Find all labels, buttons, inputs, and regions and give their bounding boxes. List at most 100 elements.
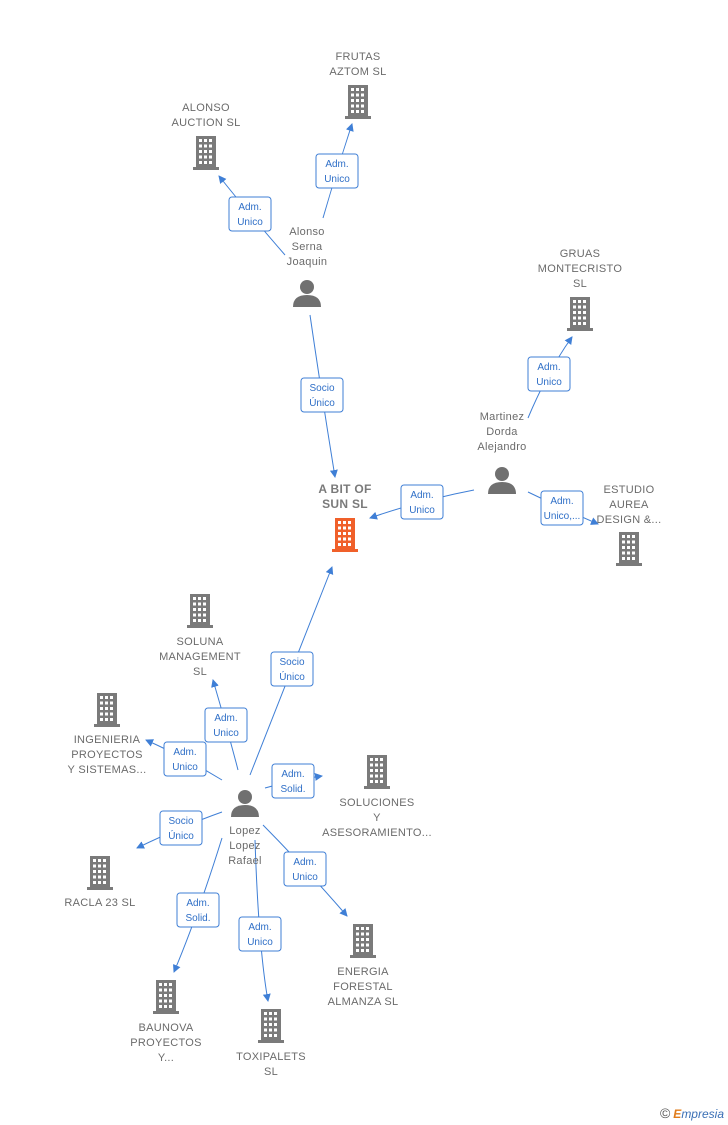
edge-label-text: Adm. (186, 898, 209, 909)
edge-label-text: Unico (409, 505, 435, 516)
edge-label-box[interactable] (270, 651, 314, 687)
edge-label-text: Adm. (238, 202, 261, 213)
node-gruas[interactable]: GRUAS MONTECRISTO SL (538, 248, 623, 331)
building-icon[interactable] (567, 297, 593, 331)
edge-label-box[interactable] (163, 741, 207, 777)
edge-label-text: Unico,... (544, 511, 581, 522)
edge-label-box[interactable] (159, 810, 203, 846)
building-icon[interactable] (258, 1009, 284, 1043)
edge-label-box[interactable] (400, 484, 444, 520)
node-label: SL (573, 278, 587, 290)
node-label: ESTUDIO (604, 484, 655, 496)
node-label: Alejandro (477, 441, 526, 453)
person-icon[interactable] (231, 790, 259, 817)
node-label: Lopez (229, 840, 260, 852)
main-company-building-icon[interactable] (332, 518, 358, 552)
edge-label-box[interactable] (204, 707, 248, 743)
edge-label-box[interactable] (228, 196, 272, 232)
edge-label-text: Adm. (550, 496, 573, 507)
edge-lopez-to-soluciones: Adm.Solid. (264, 763, 323, 799)
node-label: Lopez (229, 825, 260, 837)
node-label: Dorda (486, 426, 518, 438)
node-label: PROYECTOS (71, 749, 143, 761)
node-label: ASESORAMIENTO... (322, 827, 432, 839)
building-icon[interactable] (364, 755, 390, 789)
copyright-symbol: © (659, 1105, 671, 1121)
node-label: MONTECRISTO (538, 263, 623, 275)
edge-label-text: Adm. (410, 490, 433, 501)
node-label: SUN SL (322, 497, 368, 511)
edge-alonso_serna-to-frutas: Adm.Unico (315, 123, 359, 219)
node-label: SL (264, 1066, 278, 1078)
edge-label-text: Unico (247, 937, 273, 948)
node-label: Rafael (228, 855, 262, 867)
edge-lopez-to-soluna: Adm. Unico (204, 679, 248, 771)
edge-lopez-to-ingenieria: Adm.Unico (145, 739, 223, 781)
edge-label-box[interactable] (176, 892, 220, 928)
building-icon[interactable] (350, 924, 376, 958)
node-label: PROYECTOS (130, 1037, 202, 1049)
node-label: SOLUCIONES (339, 797, 414, 809)
edge-label-box[interactable] (271, 763, 315, 799)
edge-label-box[interactable] (238, 916, 282, 952)
building-icon[interactable] (94, 693, 120, 727)
person-icon[interactable] (488, 467, 516, 494)
building-icon[interactable] (187, 594, 213, 628)
person-icon[interactable] (293, 280, 321, 307)
node-racla[interactable]: RACLA 23 SL (64, 856, 135, 909)
edge-lopez-to-baunova: Adm. Solid. (173, 837, 223, 973)
edge-label-text: Socio (279, 657, 304, 668)
edge-label-box[interactable] (527, 356, 571, 392)
node-soluciones[interactable]: SOLUCIONES Y ASESORAMIENTO... (322, 755, 432, 839)
edge-label-text: Unico (324, 174, 350, 185)
node-label: SOLUNA (176, 636, 223, 648)
edge-label-text: Unico (213, 728, 239, 739)
edge-lopez-to-toxipalets: Adm. Unico (238, 839, 282, 1002)
edge-martinez-to-gruas: Adm.Unico (527, 336, 573, 419)
building-icon[interactable] (193, 136, 219, 170)
edge-alonso_serna-to-alonso_auction: Adm. Unico (218, 175, 286, 256)
edge-label-text: Solid. (185, 913, 210, 924)
building-icon[interactable] (345, 85, 371, 119)
edge-label-text: Único (168, 829, 194, 842)
building-icon[interactable] (616, 532, 642, 566)
edge-label-text: Adm. (173, 747, 196, 758)
edge-label-box[interactable] (300, 377, 344, 413)
edge-label-text: Adm. (248, 922, 271, 933)
edge-label-text: Unico (237, 217, 263, 228)
edge-label-box[interactable] (283, 851, 327, 887)
edge-label-box[interactable] (315, 153, 359, 189)
building-icon[interactable] (87, 856, 113, 890)
node-label: SL (193, 666, 207, 678)
edge-label-text: Unico (292, 872, 318, 883)
edge-label-text: Unico (536, 377, 562, 388)
building-icon[interactable] (153, 980, 179, 1014)
edge-label-box[interactable] (540, 490, 584, 526)
node-label: AUREA (609, 499, 649, 511)
node-label: FORESTAL (333, 981, 393, 993)
edge-label-text: Adm. (214, 713, 237, 724)
edge-label-text: Único (309, 396, 335, 409)
node-label: AZTOM SL (329, 66, 386, 78)
node-estudio[interactable]: ESTUDIO AUREA DESIGN &... (596, 484, 661, 566)
node-label: Y (373, 812, 381, 824)
node-label: RACLA 23 SL (64, 897, 135, 909)
node-label: ENERGIA (337, 966, 389, 978)
edge-label-text: Adm. (281, 769, 304, 780)
node-label: GRUAS (560, 248, 601, 260)
node-baunova[interactable]: BAUNOVAPROYECTOSY... (130, 980, 202, 1064)
edge-label-text: Adm. (293, 857, 316, 868)
edges-layer: Adm.UnicoAdm.UnicoSocioÚnicoAdm.UnicoAdm… (136, 123, 599, 1002)
node-label: DESIGN &... (596, 514, 661, 526)
